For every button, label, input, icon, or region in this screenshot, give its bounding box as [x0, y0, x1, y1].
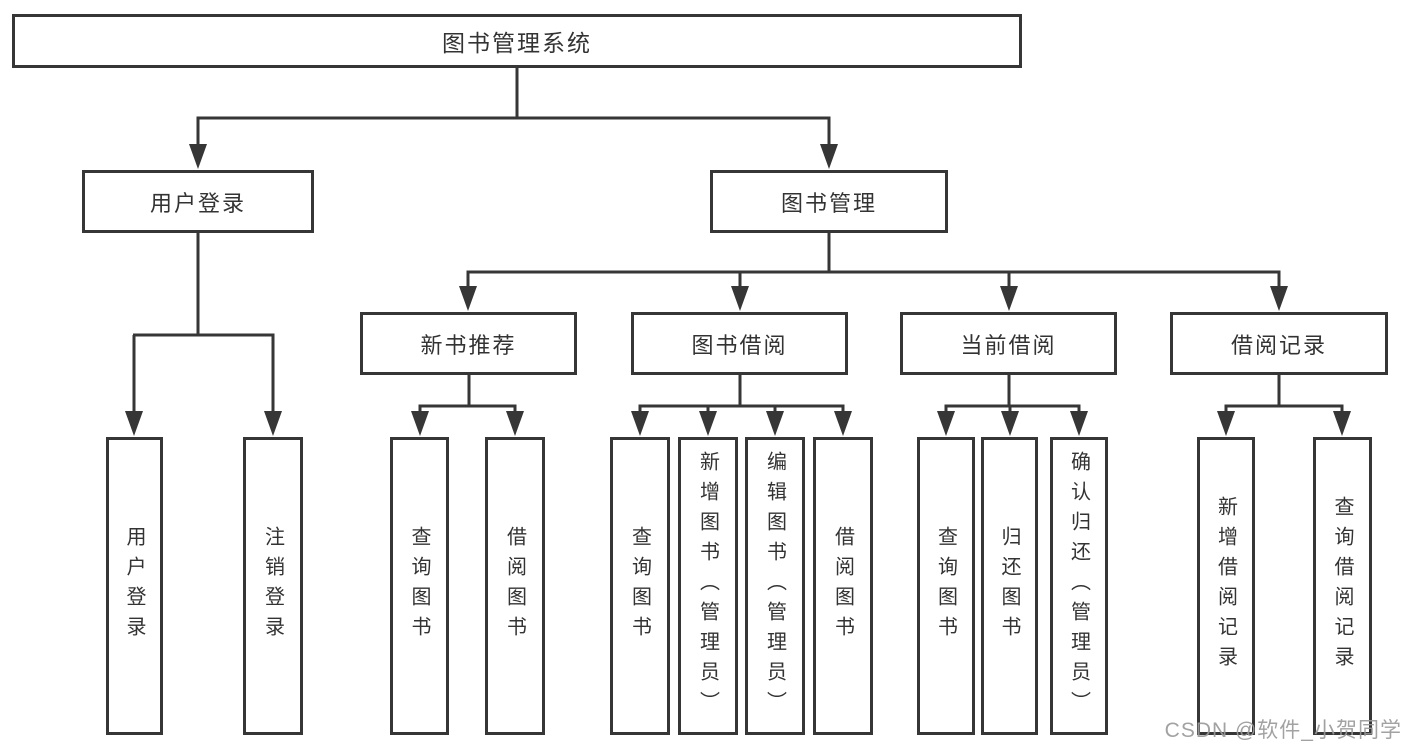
node-library-system: 图书管理系统 — [12, 14, 1022, 68]
node-current-borrow: 当前借阅 — [900, 312, 1117, 375]
leaf-confirm-return-admin: 确认归还（管理员） — [1050, 437, 1108, 735]
node-user-login: 用户登录 — [82, 170, 314, 233]
leaf-add-book-admin: 新增图书（管理员） — [678, 437, 738, 735]
leaf-borrow-books: 借阅图书 — [813, 437, 873, 735]
leaf-add-borrow-record: 新增借阅记录 — [1197, 437, 1255, 735]
node-new-book-recommend: 新书推荐 — [360, 312, 577, 375]
leaf-return-book: 归还图书 — [981, 437, 1038, 735]
leaf-edit-book-admin: 编辑图书（管理员） — [745, 437, 805, 735]
node-book-management: 图书管理 — [710, 170, 948, 233]
node-borrow-records: 借阅记录 — [1170, 312, 1388, 375]
leaf-query-borrow-record: 查询借阅记录 — [1313, 437, 1372, 735]
node-book-borrow: 图书借阅 — [631, 312, 848, 375]
leaf-query-books-borrow: 查询图书 — [610, 437, 670, 735]
leaf-query-books-recommend: 查询图书 — [390, 437, 449, 735]
leaf-user-login: 用户登录 — [106, 437, 163, 735]
leaf-logout: 注销登录 — [243, 437, 303, 735]
watermark: CSDN @软件_小贺同学 — [1164, 719, 1402, 742]
leaf-borrow-books-recommend: 借阅图书 — [485, 437, 545, 735]
leaf-query-books-current: 查询图书 — [917, 437, 975, 735]
